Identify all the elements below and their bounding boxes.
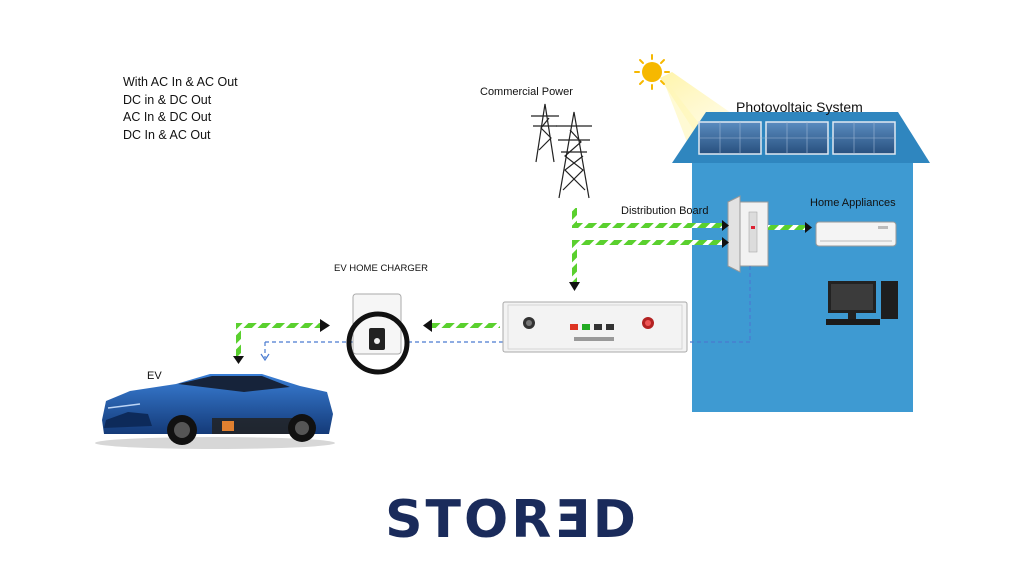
mode-item: With AC In & AC Out [123,75,238,89]
distribution-board-label: Distribution Board [621,205,709,217]
ac-lines [233,208,812,364]
commercial-power-label: Commercial Power [480,86,573,98]
air-conditioner-icon [815,221,897,247]
mode-item: DC in & DC Out [123,92,212,107]
distribution-board [727,195,769,273]
computer-icon [826,281,898,325]
power-tower-icon [531,103,592,199]
mode-list: With AC In & AC Out DC in & DC Out AC In… [123,74,238,144]
solar-panels [698,121,896,155]
photovoltaic-system-label: Photovoltaic System [736,99,863,115]
house [672,112,930,412]
battery-storage-unit [502,301,688,353]
home-appliances-label: Home Appliances [810,197,896,209]
ev-home-charger-label: EV HOME CHARGER [334,263,428,274]
mode-item: DC In & AC Out [123,127,211,142]
dc-arrow-icon [260,353,270,362]
mode-item: AC In & DC Out [123,110,212,124]
ev-label: EV [147,370,162,382]
brand-logo: STORƎD [385,490,639,550]
ev-charger-icon [346,293,410,375]
ev-car-icon [95,374,335,449]
dc-lines [264,266,751,358]
